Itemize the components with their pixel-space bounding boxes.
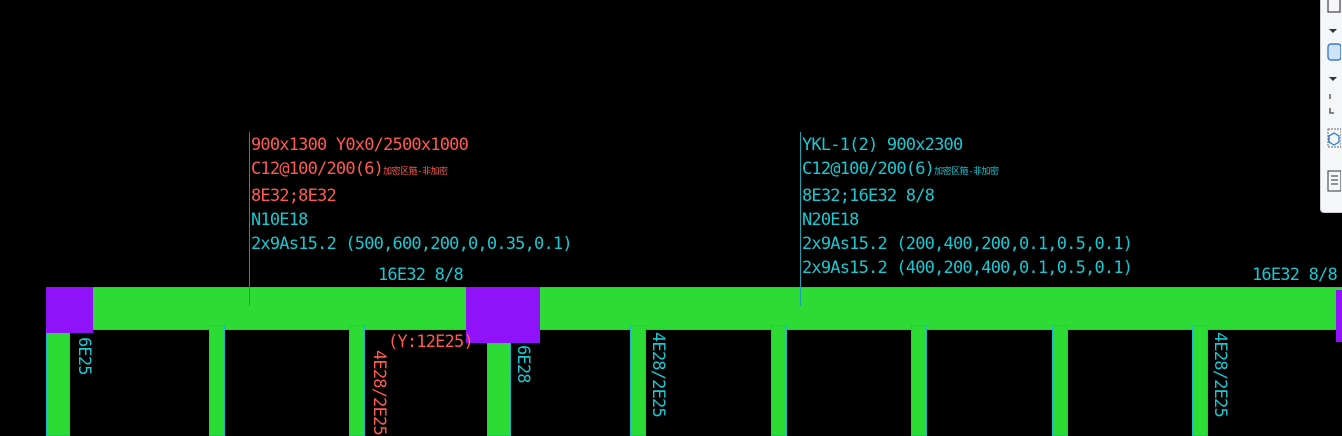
beam-label-right[interactable]: 16E32 8/8	[1252, 265, 1338, 285]
chevron-down-icon[interactable]	[1329, 77, 1337, 81]
vertical-label-col-a[interactable]: 6E25	[74, 337, 94, 375]
vertical-label-col-d[interactable]: 4E28/2E25	[648, 332, 668, 417]
column-stub-a	[46, 325, 70, 436]
annotation-1-prestress: 2x9As15.2 (500,600,200,0,0.35,0.1)	[251, 234, 573, 254]
column-left[interactable]	[46, 287, 93, 333]
rib-5	[911, 325, 927, 436]
beam-annotation-1[interactable]: 900x1300 Y0x0/2500x1000 C12@100/200(6)加密…	[251, 133, 573, 256]
column-right[interactable]	[1336, 290, 1342, 342]
leader-line-2	[800, 132, 801, 306]
layer-square-icon[interactable]	[1325, 0, 1341, 16]
annotation-2-prestress-1: 2x9As15.2 (200,400,200,0.1,0.5,0.1)	[802, 234, 1133, 254]
leader-line-1	[249, 132, 250, 306]
annotation-1-size: 900x1300 Y0x0/2500x1000	[251, 135, 469, 155]
rib-3	[630, 325, 646, 436]
chevron-down-icon[interactable]	[1329, 29, 1337, 33]
vertical-label-col-c[interactable]: 6E28	[513, 345, 533, 383]
beam-label-left[interactable]: 16E32 8/8	[378, 265, 464, 285]
annotation-1-stirrup: C12@100/200(6)加密区箍-非加密	[251, 159, 448, 179]
rib-2	[349, 325, 365, 436]
rib-6	[1052, 325, 1068, 436]
annotation-2-rebar: 8E32;16E32 8/8	[802, 186, 935, 206]
column-middle[interactable]	[466, 287, 540, 343]
cube-view-icon[interactable]	[1325, 128, 1342, 148]
annotation-2-title: YKL-1(2) 900x2300	[802, 135, 963, 155]
main-beam	[46, 287, 1342, 330]
rib-4	[771, 325, 787, 436]
frame-corner-icon[interactable]	[1325, 92, 1341, 114]
rib-7	[1192, 325, 1208, 436]
list-panel-icon[interactable]	[1325, 170, 1342, 192]
annotation-2-prestress-2: 2x9As15.2 (400,200,400,0.1,0.5,0.1)	[802, 258, 1133, 278]
vertical-label-col-e[interactable]: 4E28/2E25	[1210, 332, 1230, 417]
view-box-icon[interactable]	[1325, 42, 1342, 61]
beam-annotation-2[interactable]: YKL-1(2) 900x2300 C12@100/200(6)加密区箍-非加密…	[802, 133, 1133, 280]
annotation-1-rebar: 8E32;8E32	[251, 186, 337, 206]
view-toolbar	[1320, 0, 1342, 213]
rib-1	[209, 325, 225, 436]
annotation-2-side-rebar: N20E18	[802, 210, 859, 230]
support-label-left[interactable]: (Y:12E25)	[388, 332, 474, 352]
column-stub-c	[487, 325, 511, 436]
annotation-2-stirrup: C12@100/200(6)加密区箍-非加密	[802, 159, 999, 179]
vertical-label-col-b[interactable]: 4E28/2E25	[369, 350, 389, 435]
annotation-1-side-rebar: N10E18	[251, 210, 308, 230]
